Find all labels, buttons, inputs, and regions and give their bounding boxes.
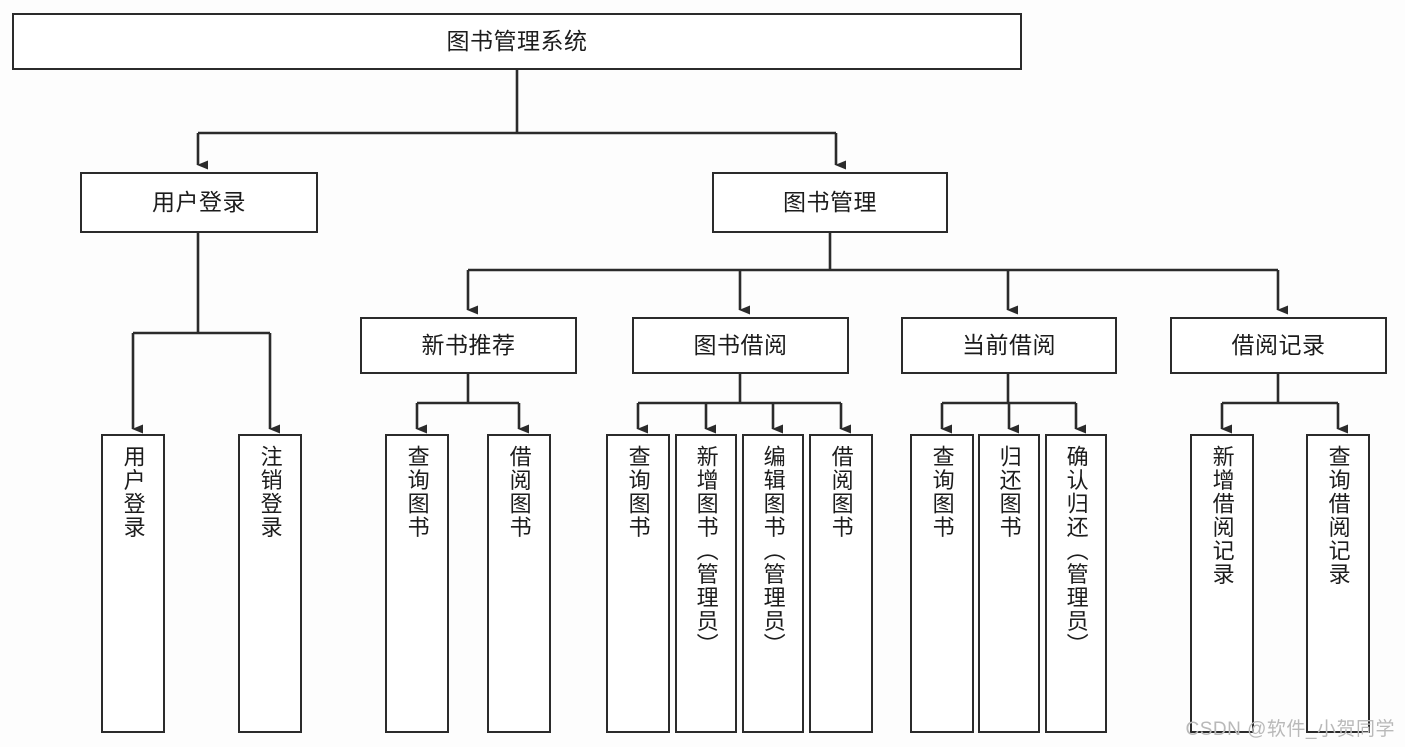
node-new-book-recommend[interactable]: 新书推荐	[360, 317, 577, 374]
node-leaf-user-login[interactable]: 用户登录	[101, 434, 165, 733]
node-root-label: 图书管理系统	[446, 27, 588, 54]
node-leaf-query-book-borrow[interactable]: 查询图书	[606, 434, 670, 733]
node-borrow-record[interactable]: 借阅记录	[1170, 317, 1387, 374]
node-leaf-borrow-book-borrow[interactable]: 借阅图书	[809, 434, 873, 733]
node-leaf-return-book[interactable]: 归还图书	[978, 434, 1040, 733]
node-leaf-query-book-borrow-label: 查询图书	[625, 445, 651, 539]
node-leaf-add-borrow-record[interactable]: 新增借阅记录	[1190, 434, 1254, 733]
node-leaf-logout-login[interactable]: 注销登录	[238, 434, 302, 733]
node-leaf-query-book-current-label: 查询图书	[929, 445, 955, 539]
node-leaf-query-borrow-record-label: 查询借阅记录	[1325, 445, 1351, 586]
node-book-borrow[interactable]: 图书借阅	[632, 317, 849, 374]
node-current-borrow-label: 当前借阅	[962, 331, 1056, 358]
node-root-book-management-system[interactable]: 图书管理系统	[12, 13, 1022, 70]
node-leaf-confirm-return-admin-label: 确认归还（管理员）	[1063, 445, 1089, 657]
node-leaf-borrow-book-recommend-label: 借阅图书	[506, 445, 532, 539]
node-leaf-borrow-book-borrow-label: 借阅图书	[828, 445, 854, 539]
node-user-login[interactable]: 用户登录	[80, 172, 318, 233]
node-leaf-edit-book-admin-label: 编辑图书（管理员）	[760, 445, 786, 657]
node-leaf-add-book-admin[interactable]: 新增图书（管理员）	[675, 434, 737, 733]
node-leaf-query-book-recommend-label: 查询图书	[404, 445, 430, 539]
csdn-watermark: CSDN @软件_小贺同学	[1185, 719, 1395, 740]
node-book-borrow-label: 图书借阅	[693, 331, 788, 358]
node-borrow-record-label: 借阅记录	[1231, 331, 1326, 358]
node-leaf-query-borrow-record[interactable]: 查询借阅记录	[1306, 434, 1370, 733]
node-leaf-edit-book-admin[interactable]: 编辑图书（管理员）	[742, 434, 804, 733]
node-leaf-add-borrow-record-label: 新增借阅记录	[1209, 445, 1235, 586]
node-leaf-add-book-admin-label: 新增图书（管理员）	[693, 445, 719, 657]
node-current-borrow[interactable]: 当前借阅	[901, 317, 1117, 374]
node-leaf-logout-login-label: 注销登录	[257, 445, 283, 539]
node-leaf-user-login-label: 用户登录	[120, 445, 146, 539]
node-leaf-return-book-label: 归还图书	[996, 445, 1022, 539]
node-book-management[interactable]: 图书管理	[712, 172, 948, 233]
node-new-book-recommend-label: 新书推荐	[421, 331, 516, 358]
node-user-login-label: 用户登录	[152, 188, 246, 215]
node-leaf-query-book-current[interactable]: 查询图书	[910, 434, 974, 733]
node-leaf-query-book-recommend[interactable]: 查询图书	[385, 434, 449, 733]
node-leaf-borrow-book-recommend[interactable]: 借阅图书	[487, 434, 551, 733]
node-book-management-label: 图书管理	[783, 188, 877, 215]
node-leaf-confirm-return-admin[interactable]: 确认归还（管理员）	[1045, 434, 1107, 733]
